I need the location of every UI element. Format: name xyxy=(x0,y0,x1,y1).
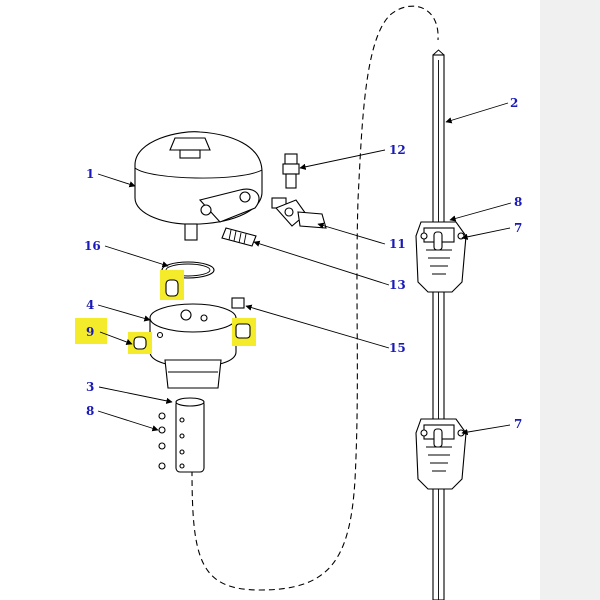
elbow-part-11 xyxy=(271,197,327,229)
leader-8b xyxy=(97,410,159,432)
block-part-4 xyxy=(149,303,237,389)
set-screw-top xyxy=(160,270,184,300)
callout-15: 15 xyxy=(389,341,406,355)
leader-2 xyxy=(445,102,509,124)
leader-7a xyxy=(461,227,511,240)
callout-9: 9 xyxy=(86,325,94,339)
callout-9-highlight xyxy=(75,318,107,344)
leader-13 xyxy=(253,240,390,286)
screw-part-15 xyxy=(231,297,245,309)
leader-7b xyxy=(461,424,511,436)
clamp-lower xyxy=(415,418,467,490)
callout-7b: 7 xyxy=(514,417,522,431)
callout-16: 16 xyxy=(84,239,101,253)
leader-11 xyxy=(317,222,386,245)
rod-part-2 xyxy=(432,49,445,600)
leader-12 xyxy=(299,149,386,170)
housing-part-1 xyxy=(134,131,263,241)
callout-2: 2 xyxy=(510,96,518,110)
leader-4 xyxy=(97,304,151,322)
leader-16 xyxy=(104,245,169,268)
set-screw-9 xyxy=(128,332,152,354)
leader-15 xyxy=(245,304,390,349)
page-edge xyxy=(540,0,600,600)
callout-8b: 8 xyxy=(86,404,94,418)
callout-4: 4 xyxy=(86,298,94,312)
fitting-part-12 xyxy=(282,153,300,189)
screws-part-8 xyxy=(158,412,166,470)
leader-3 xyxy=(98,386,173,404)
callout-3: 3 xyxy=(86,380,94,394)
callout-13: 13 xyxy=(389,278,406,292)
callout-1: 1 xyxy=(86,167,94,181)
leader-8a xyxy=(449,202,512,222)
callout-7a: 7 xyxy=(514,221,522,235)
callout-8a: 8 xyxy=(514,195,522,209)
muffler-part-13 xyxy=(221,227,257,247)
leader-9 xyxy=(99,331,133,345)
set-screw-right xyxy=(232,318,256,346)
callout-11: 11 xyxy=(389,237,406,251)
clamp-upper xyxy=(415,221,467,293)
callout-12: 12 xyxy=(389,143,406,157)
sleeve-part-3 xyxy=(175,397,205,473)
dashed-cable xyxy=(191,5,439,591)
leader-1 xyxy=(97,173,136,188)
